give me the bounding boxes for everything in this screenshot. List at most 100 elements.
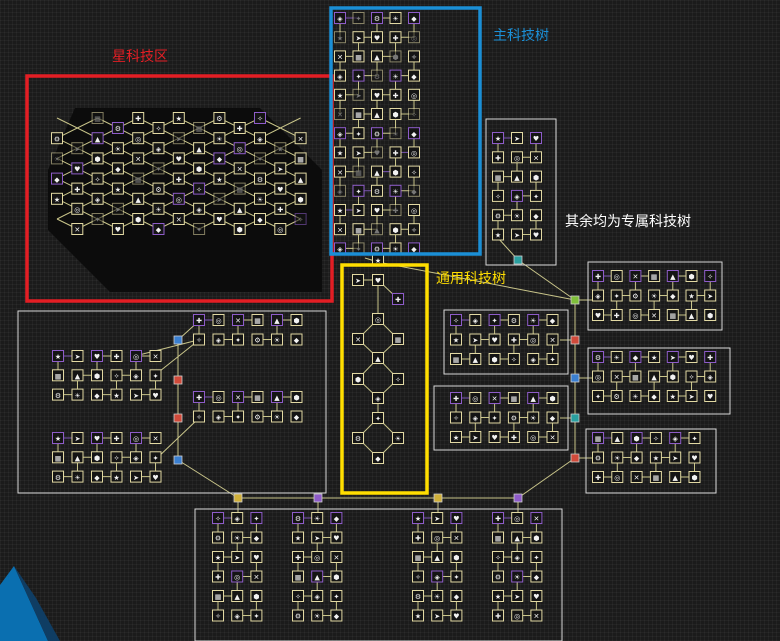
tech-node[interactable]: ⬢: [233, 223, 246, 235]
tech-node[interactable]: ♥: [530, 590, 543, 602]
tech-node[interactable]: ✕: [233, 162, 246, 175]
tech-node[interactable]: ✚: [592, 471, 604, 483]
tech-node[interactable]: ✚: [389, 146, 402, 159]
tech-node[interactable]: ✕: [488, 392, 501, 404]
tech-node[interactable]: ★: [111, 182, 124, 195]
tech-node[interactable]: ✚: [492, 151, 504, 164]
junction-marker[interactable]: [313, 493, 323, 503]
tech-node[interactable]: ☀: [389, 69, 402, 82]
tech-node[interactable]: ◆: [630, 451, 643, 464]
tech-node[interactable]: ⬢: [193, 162, 206, 175]
tech-node[interactable]: ✧: [212, 512, 224, 524]
tech-node[interactable]: ☀: [231, 531, 244, 544]
tech-node[interactable]: ✚: [193, 391, 205, 403]
tech-node[interactable]: ✚: [492, 609, 504, 622]
tech-node[interactable]: ☀: [213, 132, 226, 145]
tech-node[interactable]: ◎: [172, 192, 185, 205]
tech-node[interactable]: ✦: [352, 12, 365, 24]
tech-node[interactable]: ➤: [352, 274, 364, 286]
tech-node[interactable]: ▲: [311, 570, 324, 583]
tech-node[interactable]: ✕: [334, 223, 346, 236]
tech-node[interactable]: ✧: [110, 369, 123, 382]
tech-node[interactable]: ◈: [704, 370, 717, 383]
tech-node[interactable]: ☀: [389, 12, 402, 24]
tech-node[interactable]: ♥: [450, 512, 463, 524]
tech-node[interactable]: ✦: [152, 162, 165, 175]
tech-node[interactable]: ★: [492, 590, 504, 602]
tech-node[interactable]: ✧: [294, 213, 307, 225]
tech-node[interactable]: ➤: [352, 88, 365, 101]
tech-node[interactable]: ◈: [527, 353, 540, 365]
tech-node[interactable]: ♥: [488, 333, 501, 346]
tech-node[interactable]: ◆: [51, 172, 63, 185]
tech-node[interactable]: ✧: [193, 410, 205, 423]
tech-node[interactable]: ▲: [685, 309, 698, 321]
tech-node[interactable]: ☀: [611, 451, 624, 464]
tech-node[interactable]: ⬢: [450, 551, 463, 563]
tech-node[interactable]: ➤: [469, 431, 482, 443]
tech-node[interactable]: ◎: [132, 132, 145, 145]
tech-node[interactable]: ▲: [271, 314, 283, 326]
tech-node[interactable]: ▦: [294, 152, 307, 165]
tech-node[interactable]: ★: [334, 88, 346, 101]
tech-node[interactable]: ♥: [149, 470, 162, 483]
tech-node[interactable]: ⬢: [389, 50, 402, 63]
tech-node[interactable]: ◈: [130, 451, 142, 464]
tech-node[interactable]: ◆: [648, 390, 661, 402]
tech-node[interactable]: ➤: [352, 31, 365, 44]
tech-node[interactable]: ♥: [372, 274, 384, 286]
tech-node[interactable]: ✚: [450, 392, 462, 404]
tech-node[interactable]: ⚙: [212, 531, 224, 544]
tech-node[interactable]: ♥: [371, 31, 383, 44]
tech-node[interactable]: ★: [450, 431, 462, 443]
tech-node[interactable]: ⬢: [294, 192, 307, 205]
tech-node[interactable]: ✧: [492, 551, 504, 563]
tech-node[interactable]: ♥: [371, 204, 383, 216]
tech-node[interactable]: ♥: [371, 146, 383, 159]
tech-node[interactable]: ♥: [330, 531, 343, 544]
tech-node[interactable]: ▲: [648, 370, 661, 383]
tech-node[interactable]: ▦: [592, 432, 604, 444]
tech-node[interactable]: ✚: [110, 432, 123, 444]
tech-node[interactable]: ⚙: [292, 512, 304, 524]
tech-node[interactable]: ◆: [666, 289, 679, 302]
tech-node[interactable]: ✕: [450, 531, 463, 544]
tech-node[interactable]: ✧: [408, 50, 420, 63]
tech-node[interactable]: ♥: [91, 432, 103, 444]
tech-node[interactable]: ★: [51, 192, 63, 205]
tech-node[interactable]: ✕: [149, 350, 162, 362]
tech-node[interactable]: ◈: [511, 189, 523, 202]
tech-node[interactable]: ◈: [592, 289, 604, 302]
tech-node[interactable]: ☀: [389, 184, 402, 197]
tech-node[interactable]: ✦: [250, 609, 263, 622]
tech-node[interactable]: ✚: [193, 314, 205, 326]
tech-node[interactable]: ◆: [408, 12, 420, 24]
tech-node[interactable]: ◆: [290, 333, 303, 346]
tech-node[interactable]: ♥: [213, 213, 226, 225]
tech-node[interactable]: ✦: [688, 432, 701, 444]
tech-node[interactable]: ◆: [330, 512, 343, 524]
tech-node[interactable]: ⬢: [530, 531, 543, 544]
tech-node[interactable]: ☀: [648, 289, 661, 302]
tech-node[interactable]: ✦: [149, 451, 162, 464]
tech-node[interactable]: ◎: [611, 471, 624, 483]
tech-node[interactable]: ▦: [292, 570, 304, 583]
tech-node[interactable]: ➤: [130, 470, 142, 483]
tech-node[interactable]: ◈: [212, 333, 225, 346]
tech-node[interactable]: ✚: [492, 512, 504, 524]
tech-node[interactable]: ✕: [250, 570, 263, 583]
tech-node[interactable]: ☀: [511, 209, 523, 222]
tech-node[interactable]: ➤: [274, 162, 287, 175]
tech-node[interactable]: ✦: [610, 289, 623, 302]
tech-node[interactable]: ◆: [546, 411, 559, 424]
tech-node[interactable]: ✧: [649, 432, 662, 444]
tech-node[interactable]: ♥: [91, 350, 103, 362]
tech-node[interactable]: ◆: [290, 410, 303, 423]
tech-node[interactable]: ☀: [392, 432, 404, 444]
tech-node[interactable]: ▦: [352, 223, 365, 236]
tech-node[interactable]: ♥: [488, 431, 501, 443]
tech-node[interactable]: ⬢: [91, 451, 103, 464]
tech-node[interactable]: ★: [666, 390, 679, 402]
tech-node[interactable]: ✕: [630, 471, 643, 483]
tech-node[interactable]: ☀: [527, 314, 540, 326]
